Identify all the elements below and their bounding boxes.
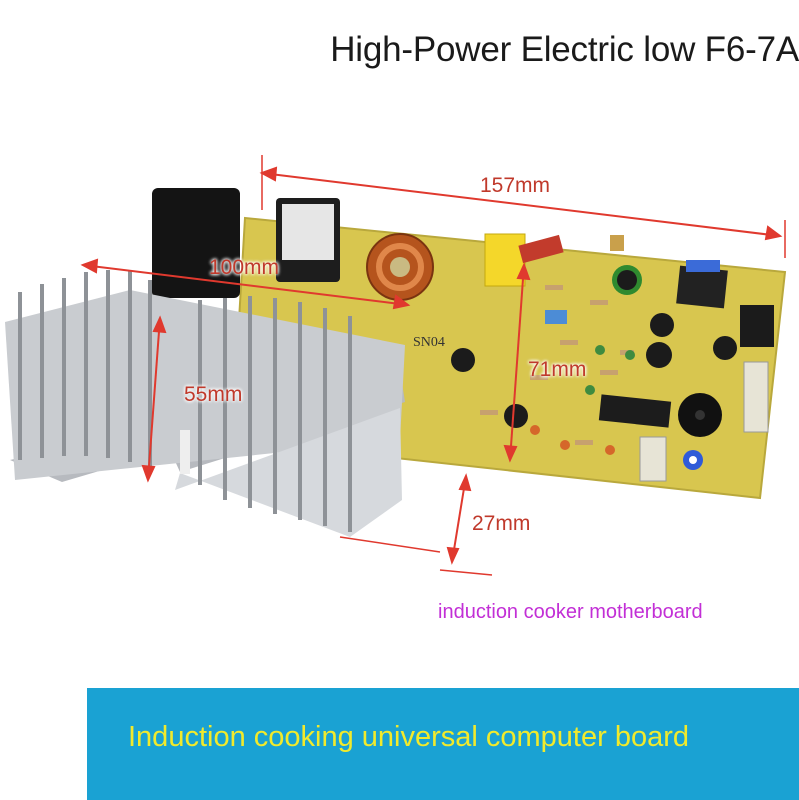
- page-title: High-Power Electric low F6-7A: [330, 30, 799, 69]
- product-caption: induction cooker motherboard: [438, 601, 703, 623]
- dimension-label-board-width: 71mm: [528, 358, 587, 381]
- dimension-label-heatsink-length: 100mm: [209, 256, 280, 279]
- svg-text:SN04: SN04: [413, 335, 445, 350]
- toroid-coil: [366, 233, 434, 301]
- heatsink: [5, 270, 405, 537]
- dimension-label-depth: 27mm: [472, 512, 531, 535]
- banner-text: Induction cooking universal computer boa…: [128, 721, 689, 753]
- dimension-label-length: 157mm: [480, 174, 551, 197]
- dimension-label-heatsink-height: 55mm: [184, 383, 243, 406]
- promo-banner: Induction cooking universal computer boa…: [87, 688, 799, 800]
- relay: [276, 198, 340, 282]
- pcb-components: SN04: [413, 233, 774, 482]
- product-photo: SN04: [5, 155, 787, 576]
- terminal-block: [152, 188, 240, 298]
- dimension-lines: [80, 155, 786, 576]
